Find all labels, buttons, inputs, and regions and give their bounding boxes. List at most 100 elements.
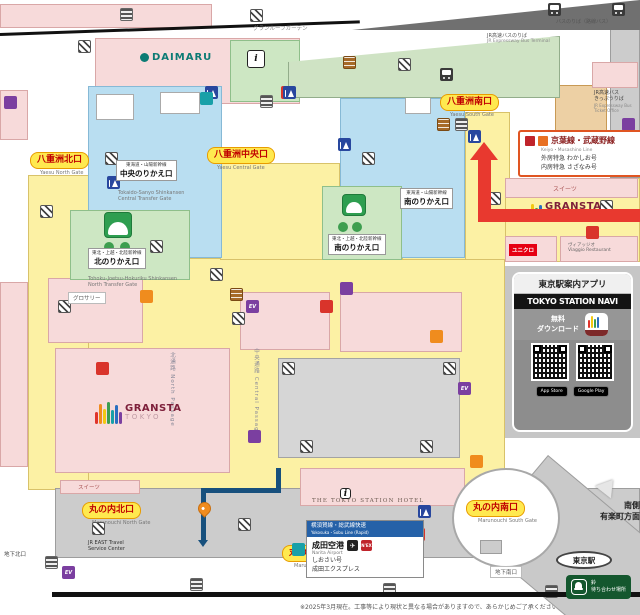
escalator-icon (210, 268, 223, 281)
subway-icon (292, 543, 305, 556)
platform-number-icon (104, 242, 114, 252)
shop-block-east (560, 236, 638, 262)
tokyo-station-navi-panel: 東京駅案内アプリ TOKYO STATION NAVI 無料ダウンロード App… (512, 272, 633, 432)
bell-icon (571, 579, 587, 595)
map-bottom-frame-line (52, 592, 640, 597)
stairs-icon (260, 95, 273, 108)
stairs-icon (45, 556, 58, 569)
grocery-label: グロサリー (68, 292, 106, 304)
bus-ticket-office-block (592, 62, 638, 88)
airplane-icon: ✈ (347, 540, 358, 552)
escalator-icon (150, 240, 163, 253)
escalator-icon (232, 312, 245, 325)
gate-label-marunouchi-south: 丸の内南口 (466, 500, 526, 517)
map-notice-text: ※2025年3月現在。工事等により現状と異なる場合がありますので、あらかじめご了… (300, 604, 564, 611)
gransta-color-bars (95, 402, 122, 424)
restroom-icon (418, 505, 431, 518)
restroom-icon (468, 130, 481, 143)
shop-block-center-east (340, 292, 462, 352)
information-icon: i (247, 50, 265, 68)
gate-label-marunouchi-north-en: Marunouchi North Gate (92, 520, 151, 526)
escalator-icon (362, 152, 375, 165)
north-passage-label: 北通路 North Passage (169, 352, 175, 427)
stairs-icon (190, 578, 203, 591)
shop-block-gransta-west (55, 348, 230, 473)
navi-app-icon (585, 313, 608, 336)
qr-code-app-store (531, 343, 569, 381)
navi-panel-background: 東京駅案内アプリ TOKYO STATION NAVI 無料ダウンロード App… (505, 266, 640, 438)
gate-label-yaesu-south-en: Yaesu South Gate (450, 112, 494, 118)
shinkansen-icon (342, 194, 366, 216)
tokyo-station-sign: 東京駅 (556, 551, 612, 569)
sweets-label: スイーツ (78, 485, 100, 491)
restroom-icon (283, 86, 296, 99)
shinkansen-icon (104, 212, 132, 238)
gate-label-marunouchi-south-en: Marunouchi South Gate (478, 518, 537, 524)
gate-label-yaesu-central-en: Yaesu Central Gate (217, 165, 265, 171)
musashino-line-chip (538, 135, 548, 146)
granroof-garden-label: グランルーフガーデン (253, 26, 308, 32)
escalator-icon (105, 152, 118, 165)
yurakucho-direction-label: 南側有楽町方面 (600, 501, 640, 521)
navi-free-download: 無料ダウンロード (537, 315, 579, 333)
escalator-icon (420, 440, 433, 453)
keiyo-line-chip (525, 135, 535, 146)
shop-block-sweets-east (505, 178, 638, 198)
restaurant-icon (586, 226, 599, 239)
north-transfer-gate-label: 東北・上越・北陸新幹線 北のりかえ口 (88, 248, 146, 269)
elevator-icon: EV (458, 382, 471, 395)
elevator-icon (248, 430, 261, 443)
coin-locker-icon (437, 118, 450, 131)
walking-route-arrow-head (198, 540, 208, 547)
central-transfer-gate-label: 東海道・山陽新幹線 中央のりかえ口 (116, 160, 177, 181)
escalator-icon (58, 300, 71, 313)
app-store-badge: App Store (535, 386, 568, 397)
stairs-icon (455, 118, 468, 131)
elevator-icon (622, 118, 635, 131)
elevator-icon (340, 282, 353, 295)
nex-logo: N'EX (361, 540, 372, 552)
coin-locker-icon (343, 56, 356, 69)
platform-number-icon (352, 222, 362, 232)
restroom-icon (338, 138, 351, 151)
underground-north-gate-label: 地下北口 (4, 552, 27, 558)
walking-route-segment (276, 468, 281, 492)
gate-label-yaesu-south: 八重洲南口 (440, 94, 500, 111)
escalator-icon (238, 518, 251, 531)
ticket-office-block (96, 94, 134, 120)
local-bus-label: バスのりば（路線バス） (556, 19, 612, 25)
meeting-point-badge: 鈴待ち合わせ場所 (566, 575, 632, 599)
gate-label-yaesu-north-en: Yaesu North Gate (40, 170, 84, 176)
bus-stop-icon (612, 3, 625, 16)
platform-number-icon (120, 242, 130, 252)
route-arrow-vertical (478, 160, 491, 222)
subway-icon (200, 92, 213, 105)
shop-icon (96, 362, 109, 375)
route-arrow-horizontal (478, 209, 640, 222)
granroof-garden (288, 36, 560, 98)
tokyo-station-hotel-label: THE TOKYO STATION HOTEL (312, 498, 425, 504)
elevator-icon: EV (62, 566, 75, 579)
central-passage-label: 中央通路 Central Passage (253, 348, 259, 436)
granroof-upper-deck (352, 0, 640, 30)
underground-south-gate-label: 地下南口 (490, 566, 523, 578)
walking-route-segment (201, 488, 281, 493)
escalator-icon (40, 205, 53, 218)
escalator-icon (300, 440, 313, 453)
expressway-bus-label: JR高速バスのりば JR Expressway Bus Terminal (487, 33, 550, 45)
keiyo-line-infobox: 京葉線・武蔵野線 Keiyo・Musashino Line 外房特急 わかしお号… (518, 130, 640, 178)
escalator-icon (443, 362, 456, 375)
escalator-icon (282, 362, 295, 375)
bus-stop-icon (440, 68, 453, 81)
bus-ticket-office-label: JR高速バスきっぷうりば JR Expressway Bus Ticket Of… (594, 90, 632, 113)
building-block-top-left (0, 4, 212, 28)
bus-stop-icon (548, 3, 561, 16)
shop-icon (320, 300, 333, 313)
elevator-icon: EV (246, 300, 259, 313)
shop-icon (470, 455, 483, 468)
gate-label-yaesu-central: 八重洲中央口 (207, 147, 276, 164)
marunouchi-south-dome (452, 468, 560, 568)
